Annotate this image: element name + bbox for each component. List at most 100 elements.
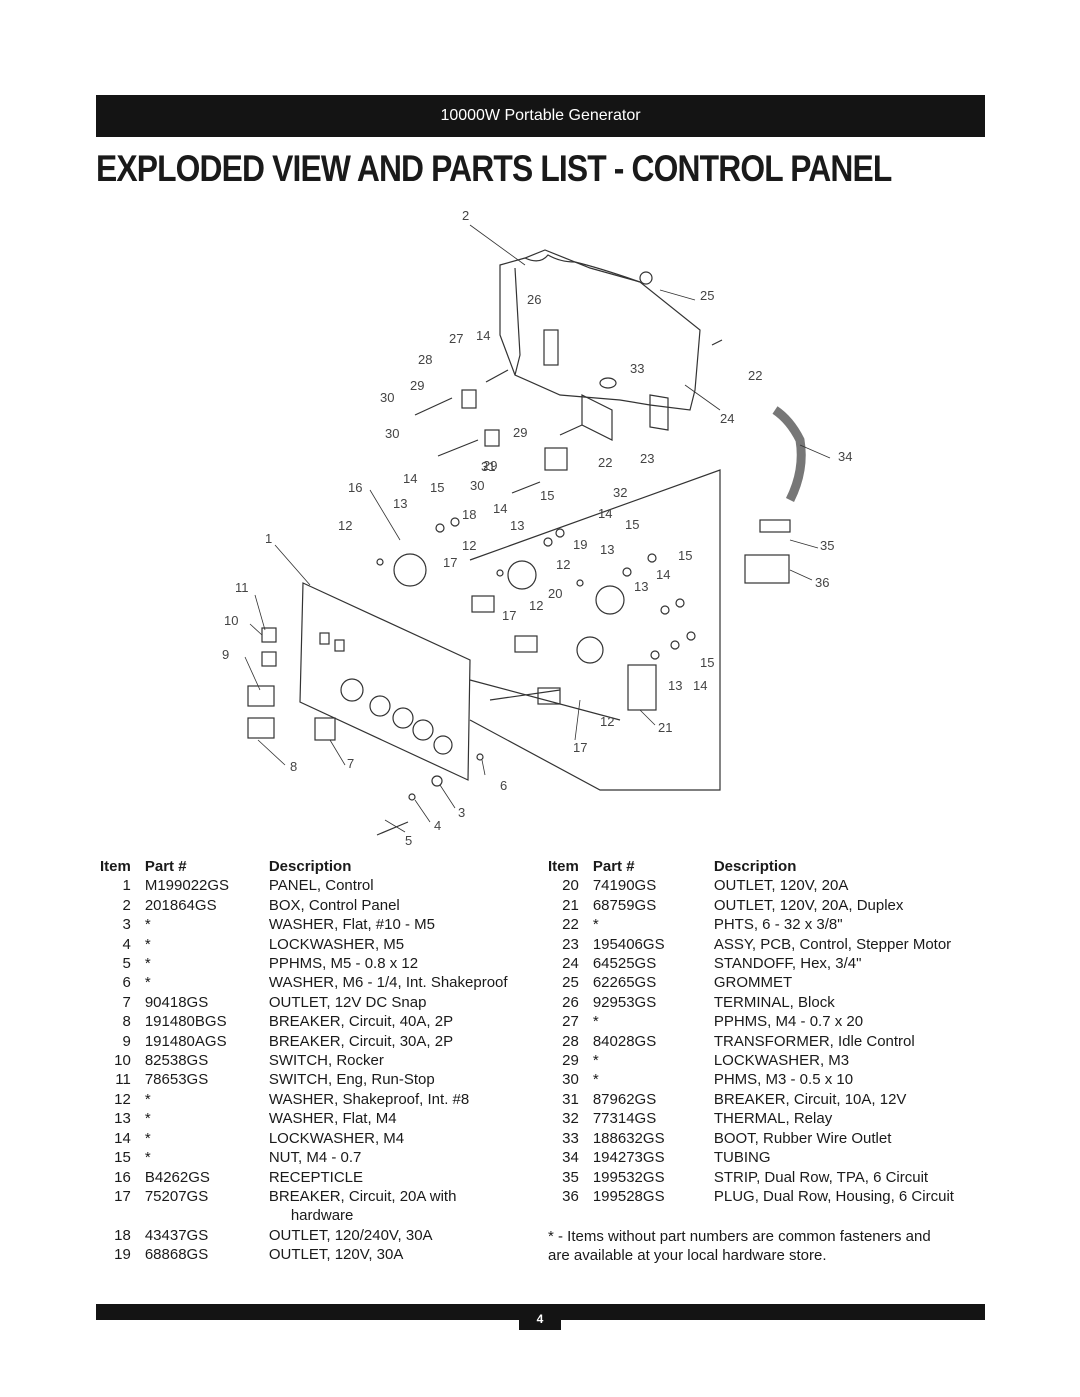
header-description: Description xyxy=(713,858,797,875)
part-number: 68868GS xyxy=(144,1246,209,1264)
part-description: WASHER, Flat, #10 - M5 xyxy=(268,916,435,934)
callout-number: 24 xyxy=(720,411,734,426)
part-description: THERMAL, Relay xyxy=(713,1110,833,1128)
part-number: 194273GS xyxy=(592,1149,665,1167)
part-description: BREAKER, Circuit, 10A, 12V xyxy=(713,1090,907,1108)
control-box xyxy=(499,249,701,411)
parts-row: 14*LOCKWASHER, M4 xyxy=(100,1129,508,1148)
part-number: 195406GS xyxy=(592,935,665,953)
tubing xyxy=(772,406,806,503)
parts-row: hardware xyxy=(100,1206,508,1225)
part-number: B4262GS xyxy=(144,1168,210,1186)
part-item-number: 20 xyxy=(562,877,579,895)
part-number: 74190GS xyxy=(592,877,657,895)
part-number: 87962GS xyxy=(592,1090,657,1108)
part-item-number: 25 xyxy=(562,974,579,992)
callout-number: 14 xyxy=(403,471,417,486)
part-description: hardware xyxy=(290,1207,354,1225)
callout-number: 14 xyxy=(693,678,707,693)
part-item-number: 8 xyxy=(122,1013,131,1031)
part-description: SWITCH, Rocker xyxy=(268,1052,384,1070)
parts-row: 15*NUT, M4 - 0.7 xyxy=(100,1148,508,1167)
callout-number: 30 xyxy=(380,390,394,405)
part-number: 188632GS xyxy=(592,1129,665,1147)
part-item-number: 7 xyxy=(122,993,131,1011)
part-item-number: 9 xyxy=(122,1032,131,1050)
header-title: 10000W Portable Generator xyxy=(440,107,641,124)
part-item-number: 19 xyxy=(114,1246,131,1264)
part-item-number: 5 xyxy=(122,955,131,973)
part-number: 64525GS xyxy=(592,955,657,973)
part-description: BOX, Control Panel xyxy=(268,896,400,914)
parts-row: 30*PHMS, M3 - 0.5 x 10 xyxy=(548,1070,954,1089)
parts-row: 13*WASHER, Flat, M4 xyxy=(100,1109,508,1128)
note-line-2: are available at your local hardware sto… xyxy=(548,1247,827,1265)
parts-row: 6*WASHER, M6 - 1/4, Int. Shakeproof xyxy=(100,973,508,992)
part-description: PHTS, 6 - 32 x 3/8" xyxy=(713,916,843,934)
part-description: PLUG, Dual Row, Housing, 6 Circuit xyxy=(713,1187,954,1205)
part-description: WASHER, M6 - 1/4, Int. Shakeproof xyxy=(268,974,508,992)
part-description: BOOT, Rubber Wire Outlet xyxy=(713,1129,892,1147)
part-item-number: 23 xyxy=(562,935,579,953)
callout-number: 14 xyxy=(656,567,670,582)
part-number: 84028GS xyxy=(592,1032,657,1050)
part-number: * xyxy=(144,1090,151,1108)
part-description: ASSY, PCB, Control, Stepper Motor xyxy=(713,935,952,953)
callout-number: 12 xyxy=(462,538,476,553)
part-description: OUTLET, 120V, 20A, Duplex xyxy=(713,896,904,914)
part-item-number: 13 xyxy=(114,1110,131,1128)
parts-row: 12*WASHER, Shakeproof, Int. #8 xyxy=(100,1090,508,1109)
part-item-number: 11 xyxy=(115,1071,131,1089)
part-item-number: 18 xyxy=(114,1226,131,1244)
part-item-number: 4 xyxy=(122,935,131,953)
callout-number: 9 xyxy=(222,647,229,662)
part-description: OUTLET, 12V DC Snap xyxy=(268,993,427,1011)
part-description: TUBING xyxy=(713,1149,771,1167)
part-number: * xyxy=(144,974,151,992)
fastener-note: * - Items without part numbers are commo… xyxy=(548,1227,931,1266)
callout-number: 16 xyxy=(348,480,362,495)
part-number: 78653GS xyxy=(144,1071,209,1089)
callout-number: 2 xyxy=(462,208,469,223)
callout-number: 13 xyxy=(600,542,614,557)
callout-number: 25 xyxy=(700,288,714,303)
header-item: Item xyxy=(100,858,131,875)
part-item-number: 1 xyxy=(122,877,131,895)
part-number: 191480BGS xyxy=(144,1013,227,1031)
part-description: LOCKWASHER, M3 xyxy=(713,1052,850,1070)
callout-number: 17 xyxy=(502,608,516,623)
part-number: * xyxy=(592,1071,599,1089)
part-description: TRANSFORMER, Idle Control xyxy=(713,1032,915,1050)
callout-number: 15 xyxy=(540,488,554,503)
part-number: * xyxy=(144,935,151,953)
control-panel xyxy=(299,582,471,781)
callout-number: 11 xyxy=(235,580,249,595)
callout-number: 13 xyxy=(668,678,682,693)
part-number: 199532GS xyxy=(592,1168,665,1186)
callout-number: 3 xyxy=(458,805,465,820)
callout-number: 8 xyxy=(290,759,297,774)
part-description: BREAKER, Circuit, 20A with xyxy=(268,1187,457,1205)
callout-number: 13 xyxy=(510,518,524,533)
callout-number: 30 xyxy=(470,478,484,493)
part-description: STRIP, Dual Row, TPA, 6 Circuit xyxy=(713,1168,929,1186)
part-item-number: 34 xyxy=(562,1149,579,1167)
part-number: * xyxy=(144,916,151,934)
parts-row: 27*PPHMS, M4 - 0.7 x 20 xyxy=(548,1012,954,1031)
callout-number: 23 xyxy=(640,451,654,466)
callout-number: 4 xyxy=(434,818,441,833)
